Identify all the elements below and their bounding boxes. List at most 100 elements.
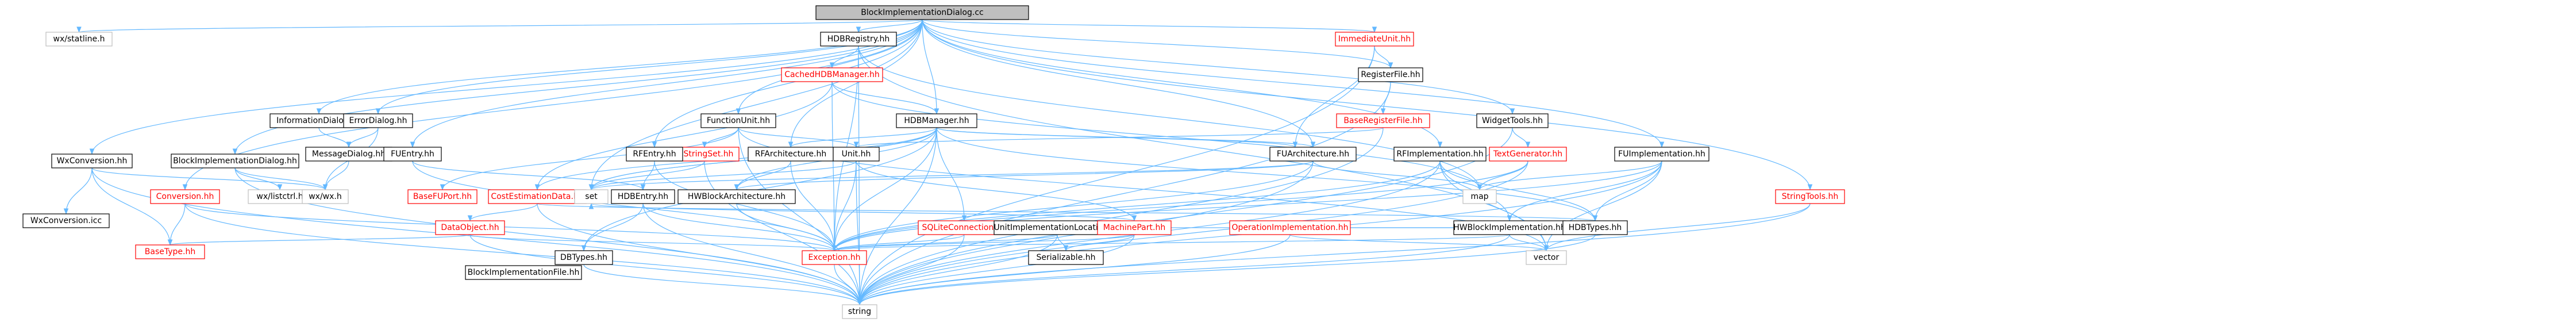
node-box xyxy=(435,220,505,235)
node-label: SQLiteConnection.hh xyxy=(922,223,1006,232)
edge-machinepart-to-set xyxy=(589,202,1135,221)
node-machinepart[interactable]: MachinePart.hh xyxy=(1097,220,1172,235)
node-fuentry[interactable]: FUEntry.hh xyxy=(383,147,442,162)
node-root: BlockImplementationDialog.cc xyxy=(815,5,1029,20)
node-box xyxy=(896,113,977,128)
edge-opimpl-to-vector xyxy=(1289,234,1549,252)
node-box xyxy=(1775,189,1845,204)
node-blockimpldialog[interactable]: BlockImplementationDialog.hh xyxy=(171,154,299,168)
node-box xyxy=(626,147,683,162)
edge-hdbtypes-to-string xyxy=(857,234,1596,306)
node-label: InformationDialog.hh xyxy=(276,116,361,125)
node-label: DataObject.hh xyxy=(441,223,499,232)
edge-functionunit-to-unit xyxy=(738,127,859,148)
node-label: HDBTypes.hh xyxy=(1569,223,1622,232)
edge-immediateunit-to-string xyxy=(857,45,1375,306)
node-label: wx/listctrl.h xyxy=(256,192,303,201)
edge-textgenerator-to-string xyxy=(857,160,1528,306)
edge-hdbmanager-to-dbtypes xyxy=(581,127,937,252)
edge-hdbmanager-to-hdbtypes xyxy=(936,127,1598,222)
node-textgenerator[interactable]: TextGenerator.hh xyxy=(1489,147,1567,162)
node-box xyxy=(1028,250,1104,265)
edge-unit-to-set xyxy=(588,160,857,191)
edge-fuarchitecture-to-hwblockarch xyxy=(734,160,1314,191)
node-label: HWBlockImplementation.hh xyxy=(1453,223,1566,232)
edge-dataobject-to-exception xyxy=(469,234,837,252)
node-widgettools[interactable]: WidgetTools.hh xyxy=(1476,113,1549,128)
node-box xyxy=(815,5,1029,20)
node-immediateunit[interactable]: ImmediateUnit.hh xyxy=(1335,32,1414,47)
node-box xyxy=(1269,147,1357,162)
node-dataobject[interactable]: DataObject.hh xyxy=(435,220,505,235)
edge-hdbregistry-to-map xyxy=(858,45,1483,191)
node-rfarchitecture[interactable]: RFArchitecture.hh xyxy=(748,147,834,162)
node-rfimpl[interactable]: RFImplementation.hh xyxy=(1393,147,1487,162)
edge-root-to-hdbmanager xyxy=(922,19,939,115)
edge-baseregfile-to-string xyxy=(857,127,1384,306)
node-label: Serializable.hh xyxy=(1036,253,1095,262)
edge-sqliteconn-to-exception xyxy=(831,234,965,252)
node-registerfile[interactable]: RegisterFile.hh xyxy=(1358,67,1423,82)
node-baseregfile[interactable]: BaseRegisterFile.hh xyxy=(1336,113,1430,128)
node-label: CIStringSet.hh xyxy=(676,150,734,159)
edge-hdbentry-to-string xyxy=(642,203,862,306)
node-label: UnitImplementationLocation.hh xyxy=(994,223,1120,232)
node-hdbregistry[interactable]: HDBRegistry.hh xyxy=(820,32,897,47)
node-unit[interactable]: Unit.hh xyxy=(833,147,880,162)
node-box xyxy=(1614,147,1709,162)
node-hwblockarch[interactable]: HWBlockArchitecture.hh xyxy=(677,189,796,204)
node-label: BlockImplementationDialog.hh xyxy=(173,156,297,166)
node-fuarchitecture[interactable]: FUArchitecture.hh xyxy=(1269,147,1357,162)
node-hdbentry[interactable]: HDBEntry.hh xyxy=(611,189,675,204)
edge-rfentry-to-exception xyxy=(654,160,837,252)
node-box xyxy=(1489,147,1567,162)
edge-cistringset-to-set xyxy=(588,160,705,191)
node-wxconversion[interactable]: WxConversion.hh xyxy=(51,154,133,168)
node-label: HWBlockArchitecture.hh xyxy=(688,192,785,201)
node-box xyxy=(343,113,413,128)
node-basetype[interactable]: BaseType.hh xyxy=(135,244,205,259)
node-costestdata[interactable]: CostEstimationData.hh xyxy=(488,189,587,204)
node-serializable[interactable]: Serializable.hh xyxy=(1028,250,1104,265)
node-label: CostEstimationData.hh xyxy=(491,192,583,201)
node-label: DBTypes.hh xyxy=(560,253,607,262)
node-conversion[interactable]: Conversion.hh xyxy=(150,189,220,204)
edge-hwblockarch-to-exception xyxy=(736,203,837,252)
node-rfentry[interactable]: RFEntry.hh xyxy=(626,147,683,162)
node-blockimplfile[interactable]: BlockImplementationFile.hh xyxy=(465,265,582,280)
node-label: BaseType.hh xyxy=(145,247,195,256)
node-fuimpl[interactable]: FUImplementation.hh xyxy=(1614,147,1709,162)
edge-errordialog-to-msgdialog xyxy=(346,127,379,148)
node-errordialog[interactable]: ErrorDialog.hh xyxy=(343,113,413,128)
node-hdbtypes[interactable]: HDBTypes.hh xyxy=(1562,220,1628,235)
node-label: BlockImplementationDialog.cc xyxy=(861,8,983,17)
edge-blockimpldialog-to-wxwx xyxy=(234,167,328,191)
edge-fuimpl-to-vector xyxy=(1543,160,1662,252)
node-label: MachinePart.hh xyxy=(1103,223,1165,232)
edge-costestdata-to-string xyxy=(537,203,862,306)
edge-functionunit-to-cistringset xyxy=(702,127,739,148)
edge-immediateunit-to-list xyxy=(1292,45,1375,148)
node-box xyxy=(407,189,478,204)
node-cachedhdb[interactable]: CachedHDBManager.hh xyxy=(781,67,883,82)
edge-unit-to-string xyxy=(856,160,862,306)
edge-cachedhdb-to-exception xyxy=(831,81,837,252)
node-functionunit[interactable]: FunctionUnit.hh xyxy=(700,113,776,128)
node-box xyxy=(1229,220,1351,235)
edge-hwblockimpl-to-exception xyxy=(832,234,1510,252)
node-wxconversionicc[interactable]: WxConversion.icc xyxy=(22,213,110,228)
node-label: RFImplementation.hh xyxy=(1396,150,1483,159)
edge-wxconversion-to-wxconversionicc xyxy=(63,167,93,215)
node-opimpl[interactable]: OperationImplementation.hh xyxy=(1229,220,1351,235)
edge-fuarchitecture-to-exception xyxy=(831,160,1314,252)
node-basefuport[interactable]: BaseFUPort.hh xyxy=(407,189,478,204)
edge-hdbmanager-to-exception xyxy=(831,127,937,252)
node-msgdialog[interactable]: MessageDialog.hh xyxy=(305,147,392,162)
edge-root-to-wxstatline xyxy=(77,19,923,33)
node-hwblockimpl[interactable]: HWBlockImplementation.hh xyxy=(1453,220,1566,235)
node-hdbmanager[interactable]: HDBManager.hh xyxy=(896,113,977,128)
node-box xyxy=(555,250,613,265)
node-stringtools[interactable]: StringTools.hh xyxy=(1775,189,1845,204)
node-dbtypes[interactable]: DBTypes.hh xyxy=(555,250,613,265)
node-exception[interactable]: Exception.hh xyxy=(802,250,867,265)
